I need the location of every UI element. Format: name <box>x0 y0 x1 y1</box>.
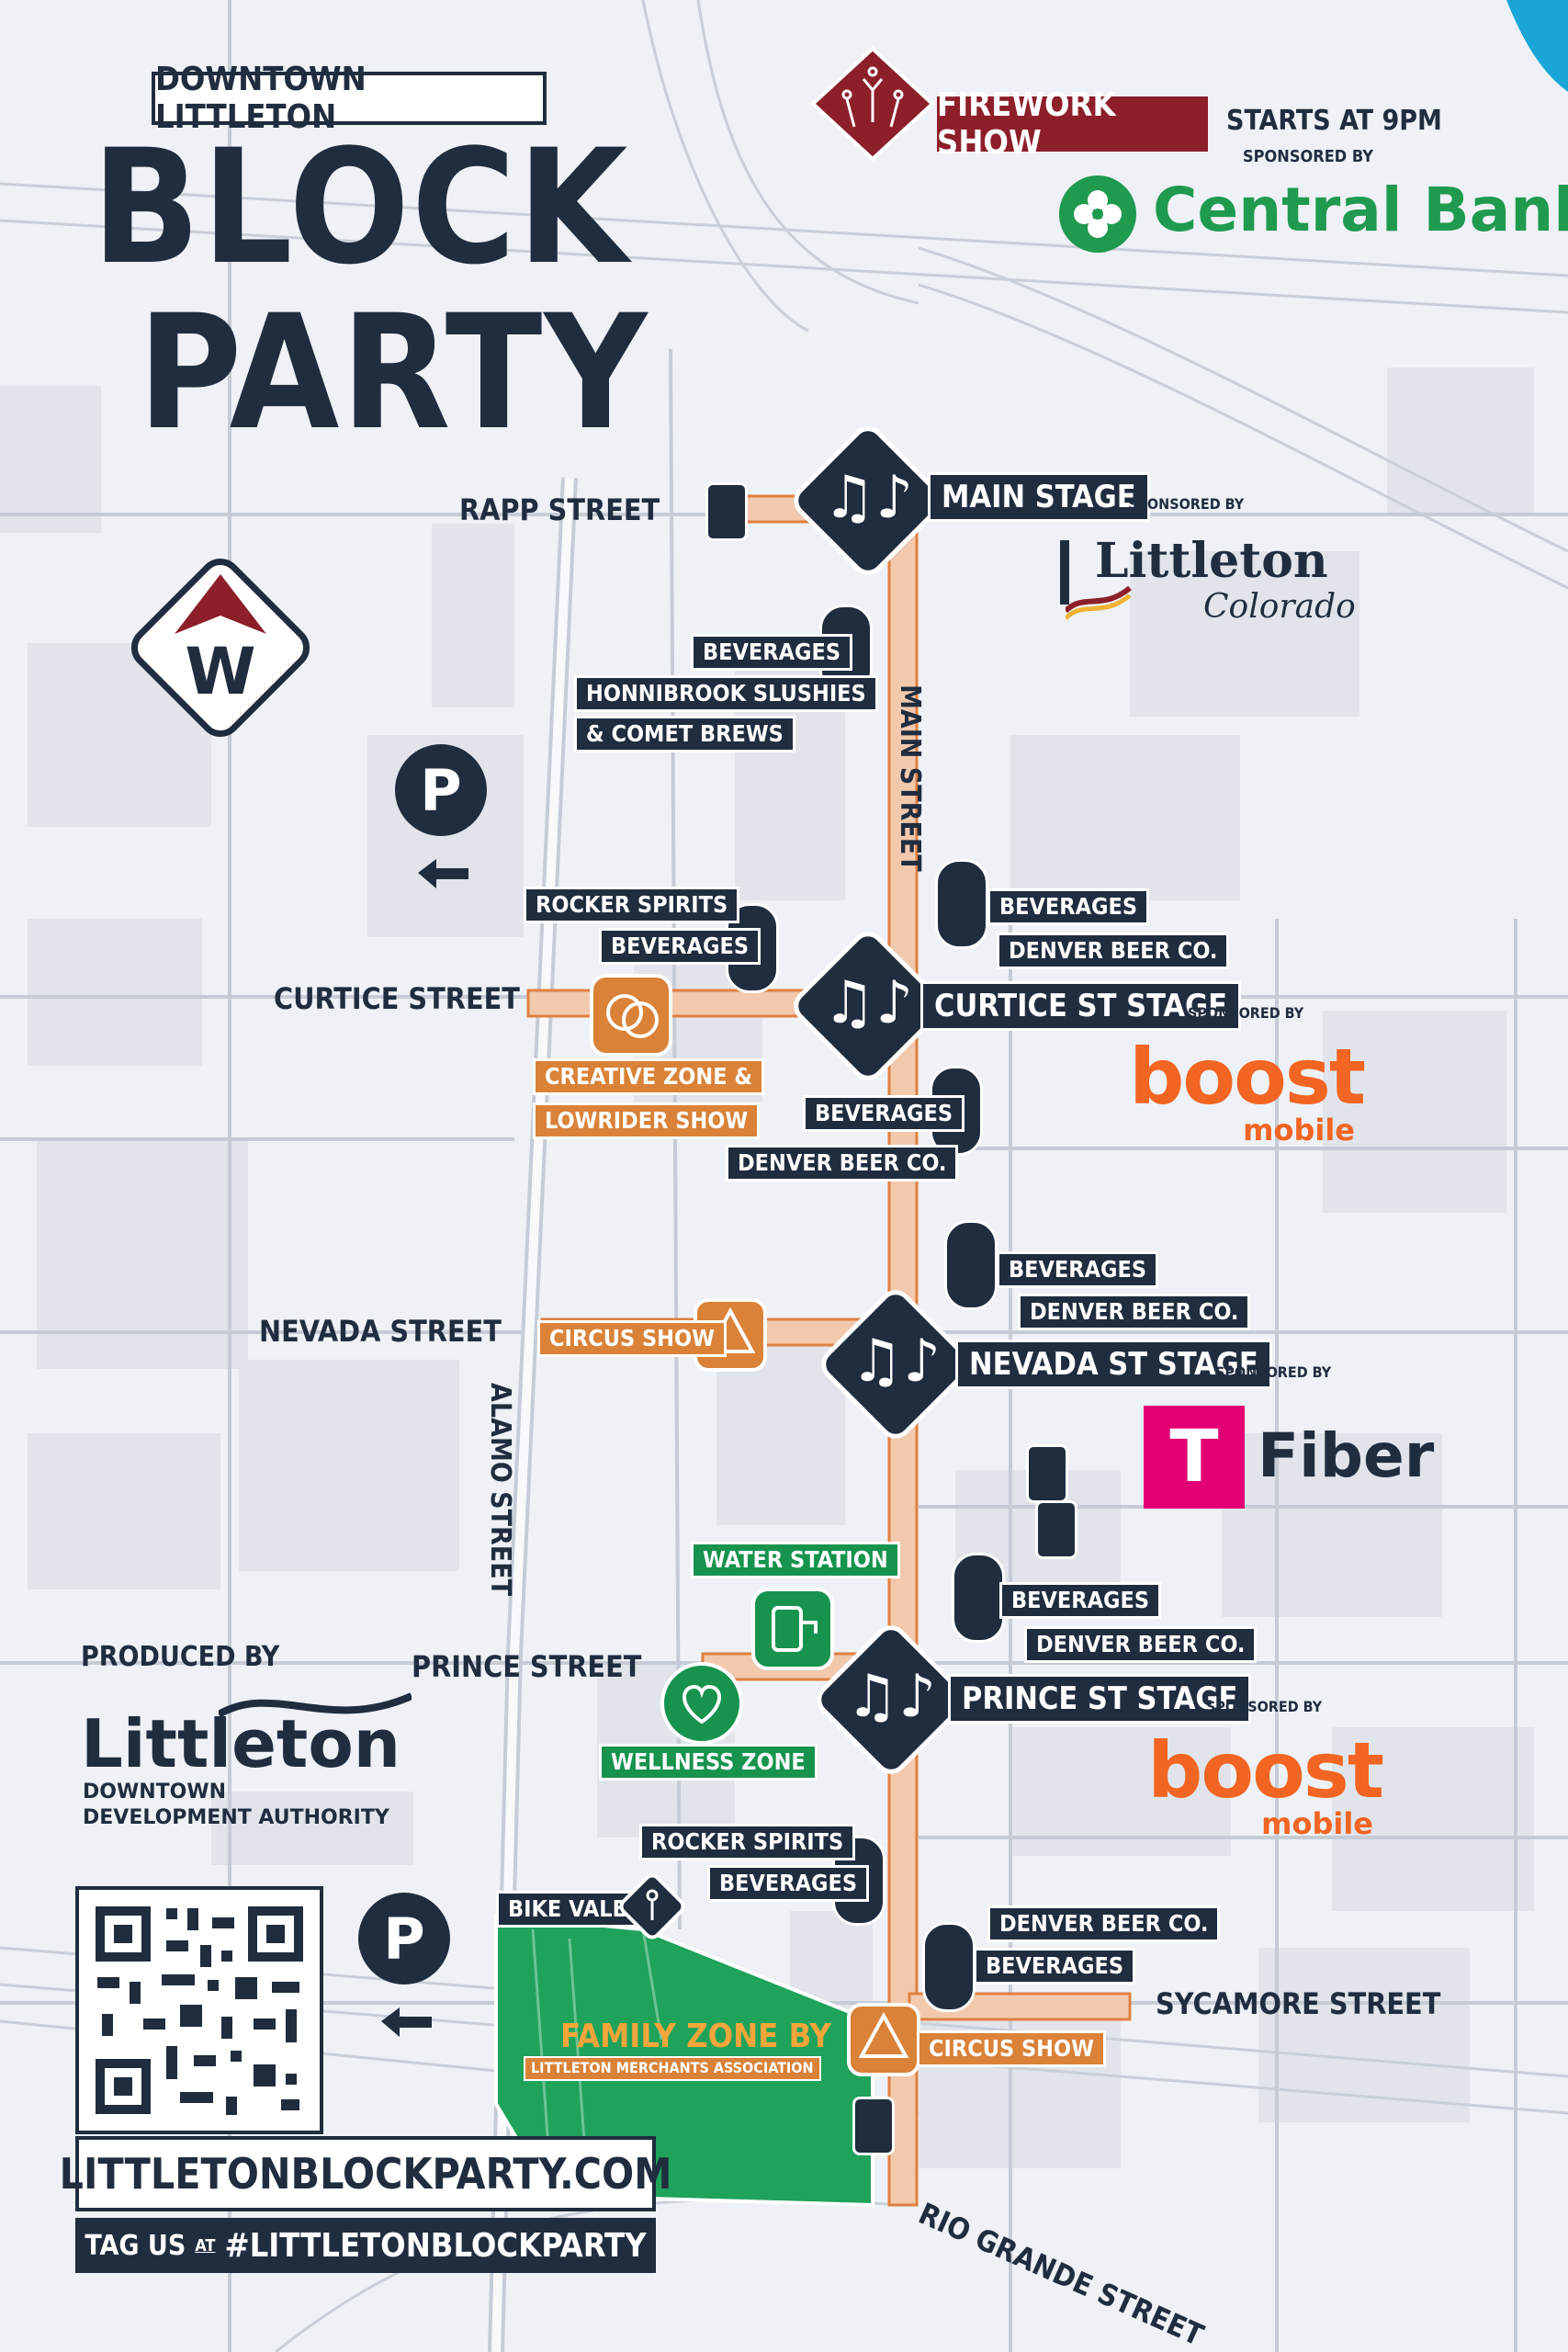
boost-mobile-logo-2: boost mobile <box>1147 1725 1384 1841</box>
firework-icon <box>810 46 935 162</box>
vendor-tag: BEVERAGES <box>599 928 761 966</box>
produced-by-label: PRODUCED BY <box>81 1641 280 1673</box>
central-bank-logo: Central Bank <box>1153 175 1568 245</box>
bottle-icon[interactable] <box>952 1553 1005 1643</box>
vendor-tag: ROCKER SPIRITS <box>524 887 740 924</box>
boost-mobile-logo-1: boost mobile <box>1129 1032 1366 1148</box>
firework-label: FIREWORK SHOW <box>937 86 1116 162</box>
stage-nevada-name: NEVADA ST STAGE <box>955 1340 1272 1389</box>
kicker-text: DOWNTOWN LITTLETON <box>155 61 367 136</box>
street-prince: PRINCE STREET <box>412 1649 642 1684</box>
zone-tag-bike: BIKE VALET <box>496 1891 653 1928</box>
bike-icon[interactable] <box>615 1870 689 1943</box>
music-notes-icon[interactable]: ♫♪ <box>785 418 951 583</box>
kicker-box: DOWNTOWN LITTLETON <box>152 61 547 136</box>
littleton-text: Littleton <box>1095 533 1328 589</box>
littleton-colorado-logo: Littleton Colorado <box>1056 533 1356 634</box>
vendor-tag: DENVER BEER CO. <box>987 1905 1221 1943</box>
street-main: MAIN STREET <box>894 684 926 872</box>
title-line2: PARTY <box>138 280 649 465</box>
url-box[interactable]: LITTLETONBLOCKPARTY.COM <box>60 2136 671 2211</box>
vendor-tag: BEVERAGES <box>997 1251 1159 1289</box>
svg-text:♫♪: ♫♪ <box>823 969 913 1037</box>
vendor-tag: BEVERAGES <box>974 1948 1136 1985</box>
stage-main-sponsored-by: SPONSORED BY <box>1128 495 1245 513</box>
heart-icon[interactable] <box>660 1661 744 1746</box>
svg-text:♫♪: ♫♪ <box>851 1328 941 1396</box>
zone-tag-circus: CIRCUS SHOW <box>917 2030 1106 2068</box>
title-line1: BLOCK <box>92 115 630 300</box>
colorado-text: Colorado <box>1203 588 1356 626</box>
zone-tag-creative: LOWRIDER SHOW <box>533 1102 761 1140</box>
svg-text:♫♪: ♫♪ <box>823 464 913 532</box>
parking-icon-south[interactable]: P <box>354 1893 455 2058</box>
tag-at: AT <box>195 2235 216 2256</box>
restroom-icon[interactable] <box>1026 1444 1068 1503</box>
compass-letter: W <box>185 634 255 709</box>
vendor-tag: BEVERAGES <box>803 1095 965 1133</box>
family-zone-title: FAMILY ZONE BY <box>560 2018 831 2055</box>
bottle-icon[interactable] <box>935 859 988 949</box>
svg-text:♫♪: ♫♪ <box>846 1663 936 1731</box>
stage-nevada-sponsored-by: SPONSORED BY <box>1215 1363 1332 1381</box>
vendor-tag: BEVERAGES <box>691 634 853 672</box>
firework-banner: FIREWORK SHOW <box>937 86 1208 162</box>
parking-icon-north[interactable]: P <box>390 744 491 910</box>
littleton-dda-logo: Littleton DOWNTOWN DEVELOPMENT AUTHORITY <box>81 1687 412 1834</box>
zone-tag-water: WATER STATION <box>691 1542 900 1579</box>
url-text: LITTLETONBLOCKPARTY.COM <box>59 2149 672 2199</box>
qr-pattern <box>96 1906 303 2115</box>
stage-curtice-name: CURTICE ST STAGE <box>920 981 1242 1031</box>
vendor-tag: BEVERAGES <box>707 1865 870 1903</box>
stage-prince-sponsored-by: SPONSORED BY <box>1206 1698 1323 1715</box>
vendor-tag: & COMET BREWS <box>574 716 795 753</box>
family-zone-sub: LITTLETON MERCHANTS ASSOCIATION <box>524 2056 821 2081</box>
zone-tag-creative: CREATIVE ZONE & <box>533 1058 765 1096</box>
restroom-icon[interactable] <box>852 2097 895 2155</box>
firework-sponsored-by: SPONSORED BY <box>1243 147 1373 166</box>
stage-main-name: MAIN STAGE <box>928 472 1150 522</box>
street-curtice: CURTICE STREET <box>274 981 520 1016</box>
restroom-icon[interactable] <box>1035 1500 1077 1559</box>
compass-icon: W <box>130 558 310 738</box>
bottle-icon[interactable] <box>944 1220 998 1310</box>
svg-text:P: P <box>383 1905 424 1973</box>
street-alamo: ALAMO STREET <box>484 1383 516 1597</box>
vendor-tag: DENVER BEER CO. <box>1024 1626 1258 1664</box>
vendor-tag: HONNIBROOK SLUSHIES <box>574 675 878 713</box>
restroom-icon[interactable] <box>705 482 748 541</box>
vendor-tag: BEVERAGES <box>987 888 1150 926</box>
tmobile-fiber-logo: T Fiber <box>1144 1406 1434 1511</box>
zone-tag-wellness: WELLNESS ZONE <box>599 1744 818 1781</box>
bottle-icon[interactable] <box>922 1922 976 2012</box>
vendor-tag: BEVERAGES <box>999 1582 1162 1620</box>
hashtag-text: #LITTLETONBLOCKPARTY <box>224 2226 647 2265</box>
music-notes-icon[interactable]: ♫♪ <box>808 1617 974 1782</box>
clover-icon <box>1059 175 1136 253</box>
vendor-tag: DENVER BEER CO. <box>997 933 1230 970</box>
zone-tag-circus: CIRCUS SHOW <box>537 1320 727 1358</box>
music-notes-icon[interactable]: ♫♪ <box>785 923 951 1089</box>
hashtag-bar: TAG US AT #LITTLETONBLOCKPARTY <box>75 2218 656 2273</box>
tag-prefix: TAG US <box>85 2229 186 2262</box>
street-sycamore: SYCAMORE STREET <box>1156 1986 1441 2021</box>
svg-text:P: P <box>420 757 461 824</box>
music-notes-icon[interactable]: ♫♪ <box>813 1282 978 1447</box>
stage-prince-name: PRINCE ST STAGE <box>948 1674 1252 1724</box>
water-tap-icon[interactable] <box>751 1588 834 1670</box>
street-nevada: NEVADA STREET <box>259 1314 502 1349</box>
vendor-tag: DENVER BEER CO. <box>726 1145 959 1182</box>
stage-curtice-sponsored-by: SPONSORED BY <box>1188 1004 1304 1022</box>
vendor-tag: ROCKER SPIRITS <box>639 1824 856 1861</box>
qr-code[interactable] <box>75 1886 323 2134</box>
circus-tent-icon[interactable] <box>847 2003 920 2076</box>
theater-masks-icon[interactable] <box>590 974 672 1057</box>
street-rapp: RAPP STREET <box>459 492 660 527</box>
vendor-tag: DENVER BEER CO. <box>1018 1294 1251 1331</box>
firework-time: STARTS AT 9PM <box>1226 105 1442 137</box>
